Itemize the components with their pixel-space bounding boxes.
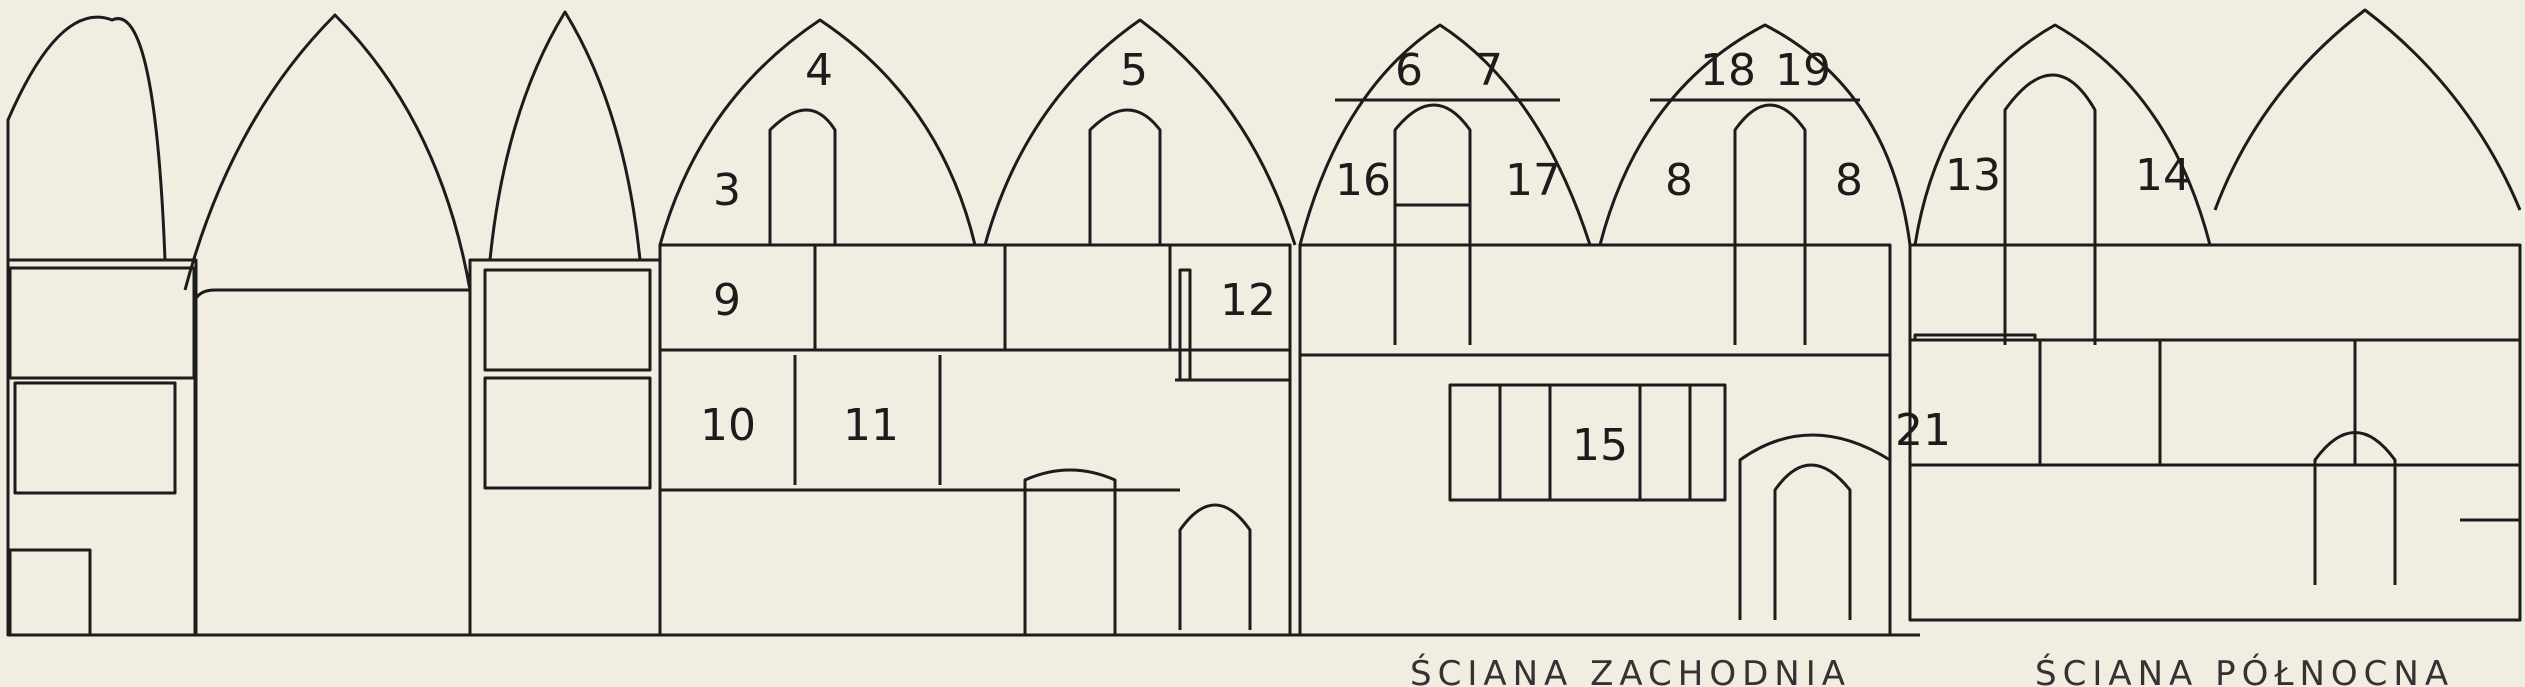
field-number: 8: [1665, 155, 1693, 206]
field-number: 18: [1700, 45, 1756, 96]
field-number: 9: [713, 275, 741, 326]
arch-3: [488, 10, 642, 261]
field-numbers: 3 4 5 6 7 18 19 16 17 8 8 13 14 9 12 10 …: [700, 45, 2191, 471]
field-number: 6: [1395, 45, 1423, 96]
field-number: 17: [1505, 155, 1561, 206]
field-number: 10: [700, 400, 756, 451]
arch-7: [1598, 23, 1912, 246]
arch-9: [2213, 8, 2522, 211]
caption-north-wall: ŚCIANA PÓŁNOCNA: [2035, 653, 2454, 687]
arch-outlines: [6, 8, 2522, 291]
arch-2: [183, 13, 472, 291]
field-number: 7: [1475, 45, 1503, 96]
field-number: 19: [1775, 45, 1831, 96]
field-number: 21: [1895, 405, 1951, 456]
field-number: 12: [1220, 275, 1276, 326]
field-number: 3: [713, 165, 741, 216]
wall-captions: ŚCIANA ZACHODNIA ŚCIANA PÓŁNOCNA: [1410, 653, 2454, 687]
field-number: 4: [805, 45, 833, 96]
arch-5: [983, 18, 1297, 246]
field-number: 8: [1835, 155, 1863, 206]
field-number: 11: [843, 400, 899, 451]
bay-outlines: [6, 73, 2522, 637]
caption-west-wall: ŚCIANA ZACHODNIA: [1410, 653, 1851, 687]
arch-6: [1298, 23, 1592, 246]
field-number: 16: [1335, 155, 1391, 206]
arch-1: [6, 15, 167, 261]
field-number: 15: [1572, 420, 1628, 471]
arch-8: [1913, 23, 2212, 246]
field-number: 14: [2135, 150, 2191, 201]
field-number: 13: [1945, 150, 2001, 201]
field-number: 5: [1120, 45, 1148, 96]
arch-4: [658, 18, 977, 246]
